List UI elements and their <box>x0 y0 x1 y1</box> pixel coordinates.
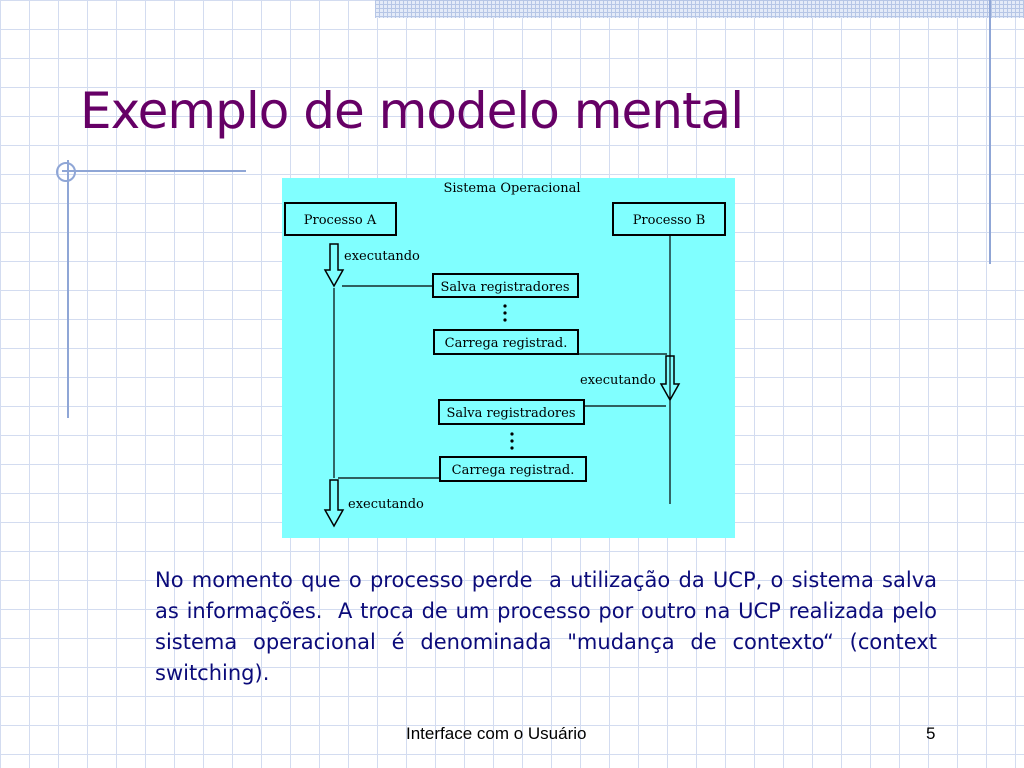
context-switch-diagram: Sistema Operacional Processo A Processo … <box>282 178 735 538</box>
load-registers-label-1: Carrega registrad. <box>445 336 568 351</box>
footer-label: Interface com o Usuário <box>406 724 587 743</box>
page-number: 5 <box>926 724 936 743</box>
running-label-3: executando <box>348 497 424 512</box>
ellipsis-1 <box>503 304 507 322</box>
running-arrow-b: executando <box>580 355 681 402</box>
running-label-2: executando <box>580 373 656 388</box>
running-arrow-a-top: executando <box>323 243 420 288</box>
process-b-box: Processo B <box>612 202 726 236</box>
running-arrow-a-bottom: executando <box>323 479 424 528</box>
process-a-box: Processo A <box>284 202 397 236</box>
save-registers-label-2: Salva registradores <box>446 406 575 421</box>
decorative-top-band <box>375 0 1024 18</box>
title-circle-ornament <box>56 162 76 182</box>
save-registers-label-1: Salva registradores <box>440 280 569 295</box>
slide-title: Exemplo de modelo mental <box>80 82 744 140</box>
load-registers-label-2: Carrega registrad. <box>452 463 575 478</box>
decorative-left-line <box>67 160 69 418</box>
running-label-1: executando <box>344 249 420 264</box>
process-b-label: Processo B <box>633 213 706 228</box>
diagram-header: Sistema Operacional <box>443 181 580 196</box>
save-registers-box-2: Salva registradores <box>438 399 585 425</box>
save-registers-box-1: Salva registradores <box>432 273 579 298</box>
load-registers-box-2: Carrega registrad. <box>439 456 587 482</box>
process-a-label: Processo A <box>304 213 377 228</box>
title-underline <box>62 170 246 172</box>
ellipsis-2 <box>510 432 514 450</box>
decorative-right-line <box>989 0 991 264</box>
load-registers-box-1: Carrega registrad. <box>433 329 579 355</box>
slide-caption: No momento que o processo perde a utiliz… <box>155 568 944 685</box>
